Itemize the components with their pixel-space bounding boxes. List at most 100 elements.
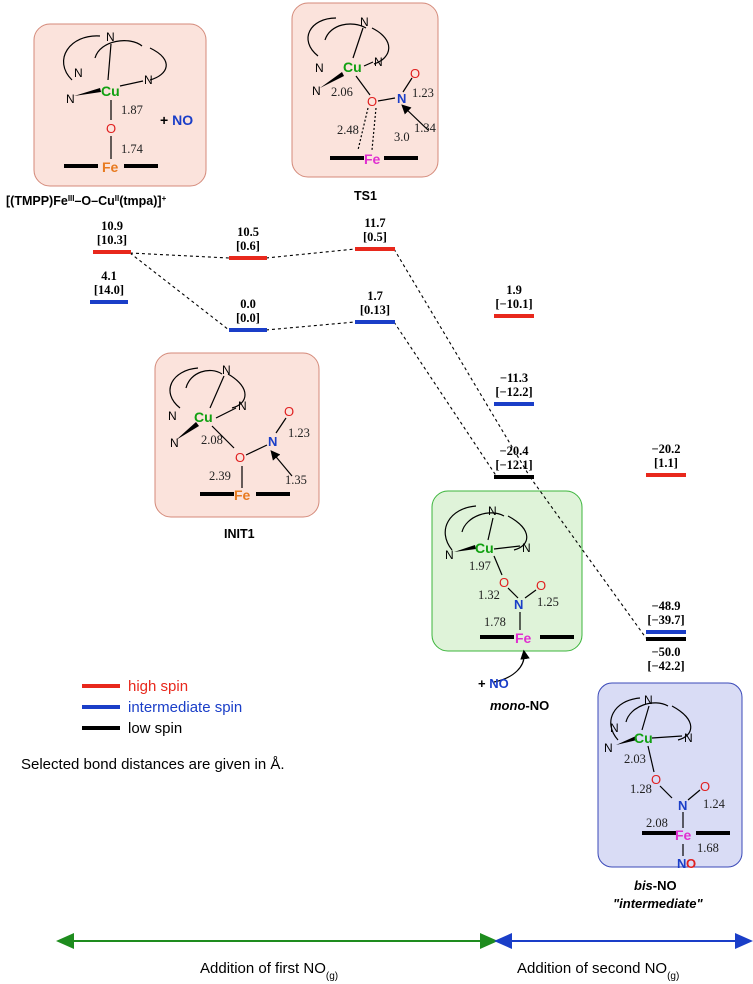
atom-n: N (66, 92, 75, 106)
level-value: [0.5] (363, 230, 387, 244)
atom-n: N (168, 409, 177, 423)
atom-n: N (222, 363, 231, 377)
atom-n: N (445, 548, 454, 562)
atom-n: N (315, 61, 324, 75)
atom-n: N (268, 434, 277, 449)
atom-n: N (144, 73, 153, 87)
level-init-intermediate (229, 328, 267, 332)
bond-distance: 2.39 (209, 469, 231, 483)
plus-no-2: + NO (478, 676, 509, 691)
level-mono-high (494, 314, 534, 318)
bond-note: Selected bond distances are given in Å. (21, 756, 285, 773)
level-mono-low (494, 475, 534, 479)
level-mono-intermediate (494, 402, 534, 406)
atom-fe: Fe (234, 487, 251, 503)
level-value: [1.1] (654, 456, 678, 470)
level-value: −50.0 (652, 645, 681, 659)
atom-fe: Fe (102, 159, 119, 175)
level-value: [−12.1] (495, 458, 532, 472)
level-value: 10.9 (101, 219, 123, 233)
level-value: 11.7 (364, 216, 385, 230)
level-value: −20.4 (500, 444, 530, 458)
legend-low: low spin (128, 720, 182, 737)
atom-n: N (312, 84, 321, 98)
legend-swatch-high (82, 684, 120, 688)
level-value: [14.0] (94, 283, 124, 297)
atom-o: O (284, 404, 294, 419)
bond-distance: 1.32 (478, 588, 500, 602)
ts1-label: TS1 (354, 189, 377, 203)
level-value: −48.9 (652, 599, 681, 613)
init1-structure: N N N N Cu 2.08 O N O 1.23 1.35 2.39 Fe (154, 352, 320, 518)
level-init-high (229, 256, 267, 260)
level-value: 1.7 (367, 289, 383, 303)
reactant-structure: N N N N Cu 1.87 O 1.74 Fe (33, 23, 207, 187)
first-addition-label: Addition of first NO(g) (200, 960, 338, 982)
atom-o: O (651, 772, 661, 787)
atom-o: O (410, 66, 420, 81)
level-bis-low (646, 637, 686, 641)
level-value: [−12.2] (495, 385, 532, 399)
level-value: 4.1 (101, 269, 117, 283)
level-value: [0.0] (236, 311, 260, 325)
atom-o: O (106, 121, 116, 136)
level-value: 1.9 (506, 283, 522, 297)
bis-no-structure: N N N N Cu 2.03 O 1.28 N O 1.24 2.08 Fe … (597, 682, 743, 871)
atom-cu: Cu (343, 59, 362, 75)
bond-distance: 1.25 (537, 595, 559, 609)
mono-no-structure: N N N Cu 1.97 O 1.32 N O 1.25 1.78 Fe (431, 490, 583, 652)
atom-cu: Cu (101, 83, 120, 99)
bond-distance: 2.03 (624, 752, 646, 766)
bond-distance: 1.87 (121, 103, 143, 117)
level-ts-high (355, 247, 395, 251)
ts1-structure: N N N N Cu 2.06 O N O 1.23 2.48 3.0 1.34… (291, 2, 439, 178)
level-value: [−39.7] (647, 613, 684, 627)
atom-n: N (488, 504, 497, 518)
atom-n: N (238, 399, 247, 413)
bond-distance: 2.08 (201, 433, 223, 447)
legend-swatch-low (82, 726, 120, 730)
legend-swatch-intermediate (82, 705, 120, 709)
level-value: [−42.2] (647, 659, 684, 673)
atom-n: N (522, 541, 531, 555)
init1-label: INIT1 (224, 527, 255, 541)
intermediate-label: "intermediate" (613, 896, 703, 911)
atom-n: N (74, 66, 83, 80)
bond-distance: 3.0 (394, 130, 410, 144)
atom-cu: Cu (634, 730, 653, 746)
bond-distance: 1.23 (288, 426, 310, 440)
plus-no: + NO (160, 112, 193, 128)
bond-distance: 1.35 (285, 473, 307, 487)
atom-cu: Cu (475, 540, 494, 556)
atom-n: N (374, 55, 383, 69)
atom-o: O (686, 856, 696, 871)
legend-intermediate: intermediate spin (128, 699, 242, 716)
atom-n: N (604, 741, 613, 755)
atom-o: O (235, 450, 245, 465)
atom-o: O (367, 94, 377, 109)
atom-n: N (106, 30, 115, 44)
atom-n: N (684, 731, 693, 745)
atom-n: N (644, 693, 653, 707)
bond-distance: 2.06 (331, 85, 353, 99)
atom-fe: Fe (515, 630, 532, 646)
atom-n: N (677, 856, 686, 871)
level-value: −20.2 (652, 442, 681, 456)
level-bis-high (646, 473, 686, 477)
bond-distance: 1.74 (121, 142, 144, 156)
atom-fe: Fe (675, 827, 692, 843)
bond-distance: 2.08 (646, 816, 668, 830)
atom-o: O (499, 575, 509, 590)
atom-n: N (170, 436, 179, 450)
level-value: [0.6] (236, 239, 260, 253)
connectors (129, 248, 647, 639)
legend: high spin intermediate spin low spin Sel… (21, 678, 285, 773)
bond-distance: 1.34 (414, 121, 437, 135)
level-bis-intermediate (646, 630, 686, 634)
atom-n: N (610, 721, 619, 735)
level-value: [0.13] (360, 303, 390, 317)
atom-n: N (397, 91, 406, 106)
level-value: 0.0 (240, 297, 256, 311)
atom-o: O (536, 578, 546, 593)
